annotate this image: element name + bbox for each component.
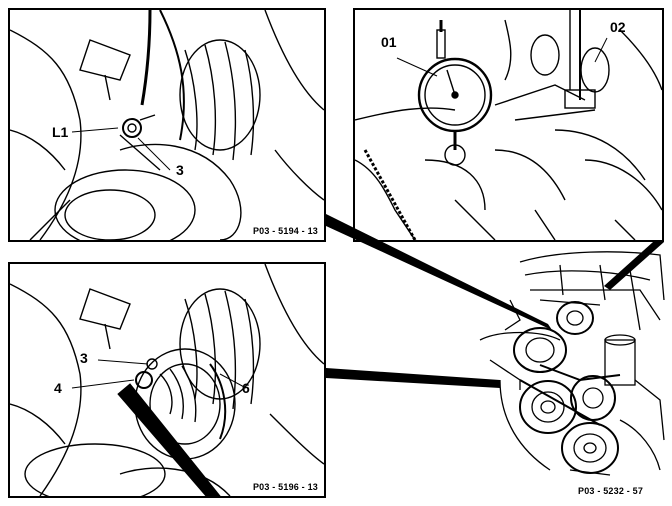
callout-l1: L1 [52, 124, 69, 140]
top-left-illustration [10, 10, 324, 240]
detail-panel-top-left: L1 3 P03 - 5194 - 13 [8, 8, 326, 242]
callout-02: 02 [610, 19, 626, 35]
top-right-illustration [355, 10, 662, 240]
pointer-wedge-bottom-left [326, 368, 500, 388]
engine-figure-code: P03 - 5232 - 57 [578, 486, 644, 496]
figure-code: P03 - 5196 - 13 [252, 482, 318, 492]
bottom-left-illustration [10, 264, 324, 496]
figure-code: P03 - 5194 - 13 [252, 226, 318, 236]
pointer-wedge-top-right [604, 242, 664, 290]
detail-panel-top-right: 01 02 [353, 8, 664, 242]
callout-3: 3 [176, 162, 184, 178]
detail-panel-bottom-left: 3 4 6 P03 - 5196 - 13 [8, 262, 326, 498]
callout-6: 6 [242, 380, 250, 396]
callout-01: 01 [381, 34, 397, 50]
callout-4: 4 [54, 380, 62, 396]
callout-3: 3 [80, 350, 88, 366]
